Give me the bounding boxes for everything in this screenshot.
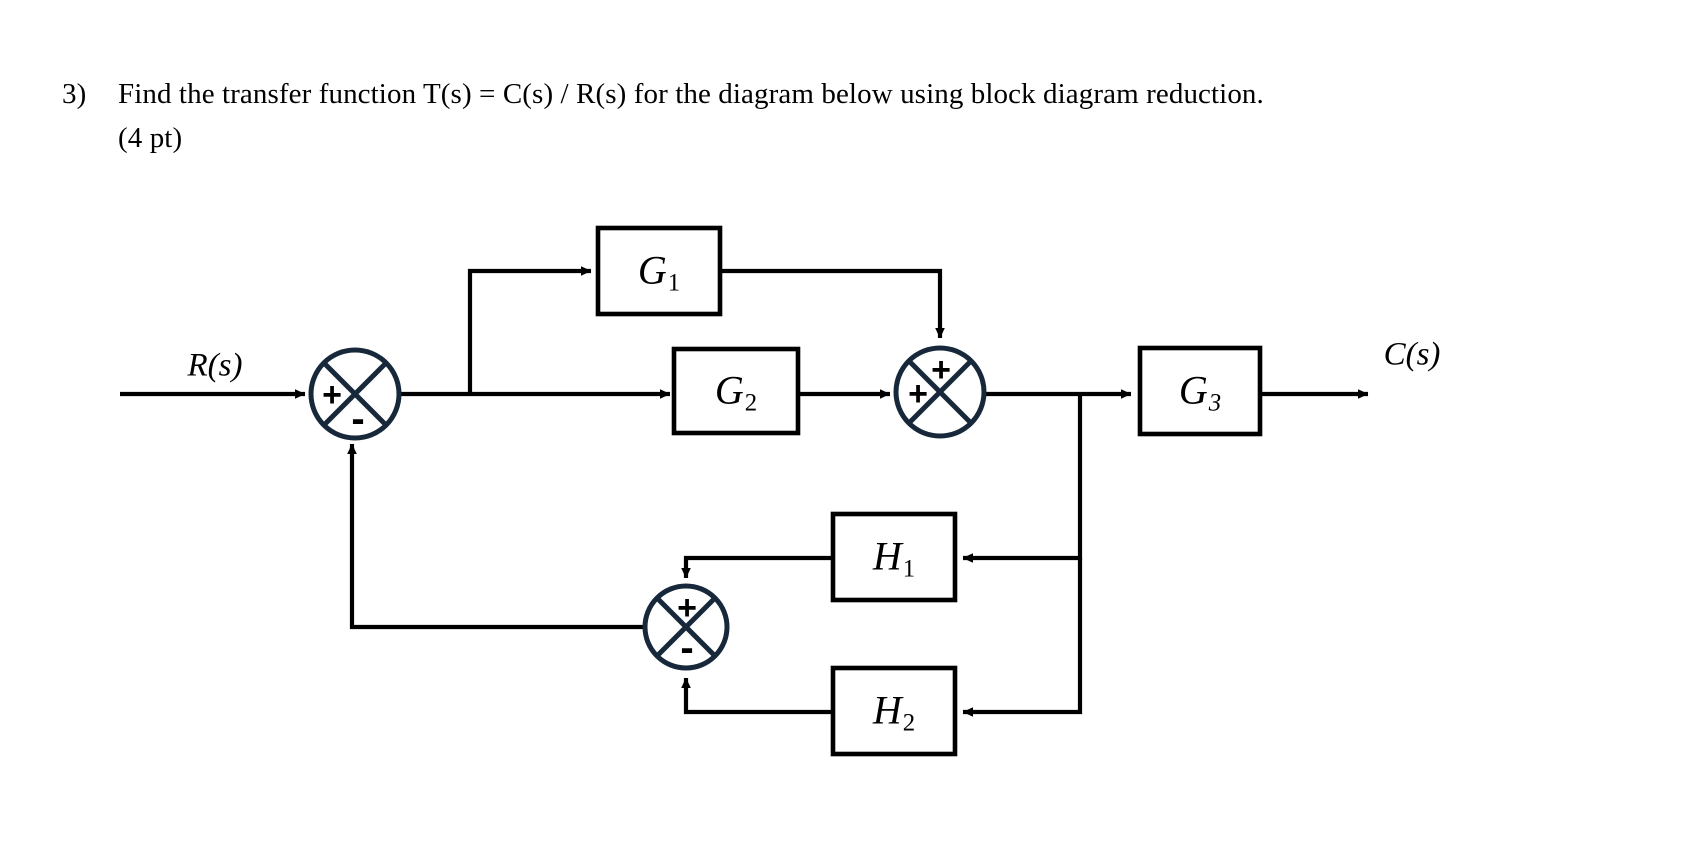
question-block: 3) Find the transfer function T(s) = C(s… [62,72,1662,160]
sign-sum3-top: + [677,589,697,627]
sign-sum2-left: + [908,375,928,413]
block-g1 [595,225,723,317]
wire-takeoff-to-h2 [962,558,1083,717]
sign-sum2-top: + [931,351,951,389]
block-h1 [830,511,958,603]
label-output-signal: C(s) [1383,336,1441,373]
block-label-h2: H2 [872,687,916,737]
wire-takeoff-to-h1 [962,394,1083,563]
block-label-g1: G1 [637,247,681,297]
question-points: (4 pt) [118,122,183,154]
wire-h1-to-sum3 [681,555,833,579]
summing-junction-3 [642,583,730,671]
question-number: 3) [62,78,87,110]
block-label-g3: G3 [1178,367,1222,417]
summing-junction-2 [893,345,987,439]
block-g3 [1137,345,1263,437]
block-label-g2: G2 [714,367,758,417]
sign-sum1-bottom: - [351,397,365,441]
wire-g1-to-sum2 [720,268,945,339]
summing-junction-1 [308,347,402,441]
sign-sum3-bottom: - [680,626,694,670]
wire-branch-to-g1 [467,266,592,394]
wire-sum3-to-sum1 [347,443,645,630]
block-g2 [671,346,801,436]
label-input-signal: R(s) [187,347,243,384]
block-label-h1: H1 [872,533,916,583]
question-text: Find the transfer function T(s) = C(s) /… [118,78,1264,110]
sign-sum1-left: + [322,376,342,414]
block-h2 [830,665,958,757]
wire-h2-to-sum3 [681,677,833,715]
